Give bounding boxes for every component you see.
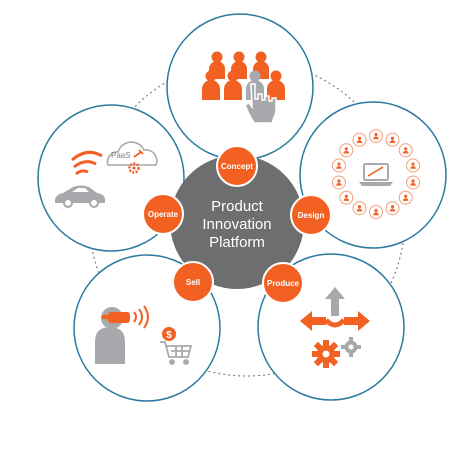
laptop-icon (359, 163, 393, 186)
network-person-node (406, 158, 421, 173)
wifi-signal-icon (71, 150, 103, 176)
gear-icon (128, 162, 140, 174)
stage-node-concept[interactable]: Concept (216, 145, 258, 187)
hub-circle (170, 155, 304, 289)
stage-node-operate[interactable]: Operate (142, 193, 184, 235)
signal-waves-icon (133, 305, 149, 329)
network-person-node (331, 158, 346, 173)
pointing-hand-icon (244, 83, 277, 124)
branching-arrows-icon (300, 287, 370, 331)
stage-label-sell: Sell (186, 278, 200, 287)
stage-node-design[interactable]: Design (290, 194, 332, 236)
network-person-node (398, 143, 413, 158)
central-hub: Product Innovation Platform (170, 155, 304, 289)
shopping-cart-icon (160, 341, 193, 365)
stage-label-produce: Produce (267, 279, 300, 288)
network-person-node (339, 143, 354, 158)
concept-panel (166, 13, 314, 161)
network-ring-icon (331, 129, 421, 219)
gears-icon (312, 337, 361, 368)
network-person-node (369, 205, 383, 219)
network-person-node (369, 129, 383, 143)
svg-text:$: $ (166, 330, 172, 341)
stage-node-produce[interactable]: Produce (262, 262, 304, 304)
network-person-node (352, 201, 367, 216)
car-icon (55, 185, 105, 208)
network-person-node (385, 201, 400, 216)
vr-headset-person-icon (95, 307, 130, 364)
network-person-node (398, 190, 413, 205)
network-person-node (352, 132, 367, 147)
produce-panel (257, 253, 405, 401)
network-person-node (331, 175, 346, 190)
stage-label-design: Design (298, 211, 325, 220)
stage-node-sell[interactable]: Sell (172, 261, 214, 303)
wrench-icon (133, 149, 144, 158)
network-person-node (339, 190, 354, 205)
paas-label: PaaS (111, 151, 131, 160)
hub-title-line-2: Innovation (202, 216, 271, 233)
stage-label-operate: Operate (148, 210, 179, 219)
hub-title-line-1: Product (211, 198, 264, 215)
hub-title-line-3: Platform (209, 234, 265, 251)
network-person-node (385, 132, 400, 147)
design-panel (299, 101, 447, 249)
network-person-node (406, 175, 421, 190)
team-people-icon (202, 51, 285, 100)
dollar-coin-icon: $ (162, 327, 176, 341)
stage-label-concept: Concept (221, 162, 253, 171)
cloud-icon (106, 141, 158, 166)
